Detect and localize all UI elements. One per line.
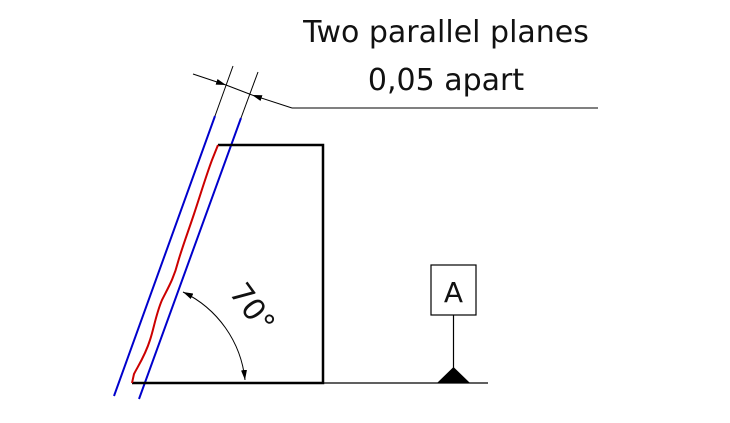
datum-box (430, 264, 477, 316)
dimension-gap-line (225, 84, 253, 96)
datum-triangle-icon (437, 367, 470, 383)
tolerance-plane-left (113, 115, 216, 397)
tolerance-plane-right (138, 117, 242, 400)
actual-surface-profile (131, 144, 219, 384)
annotation-line-2: 0,05 apart (368, 63, 524, 98)
angle-dimension-arc (182, 291, 247, 381)
extension-line-right (240, 71, 259, 119)
annotation-line-1: Two parallel planes (302, 15, 589, 50)
datum-letter: A (444, 276, 463, 309)
part-outline (132, 143, 325, 385)
extension-line-left (214, 65, 234, 117)
angle-label: 70° (222, 277, 282, 341)
dimension-leader-right (251, 94, 293, 109)
dimension-leader-left (192, 73, 227, 86)
